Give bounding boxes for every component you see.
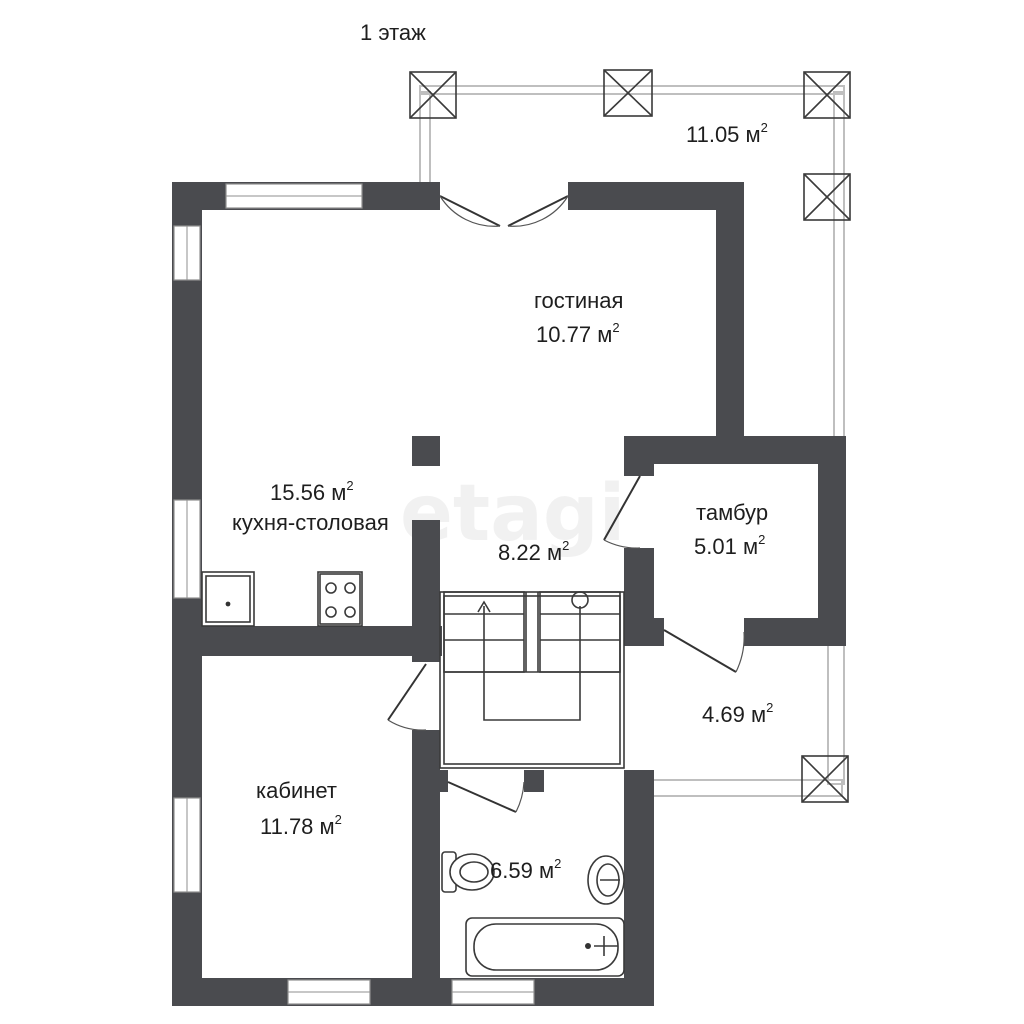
vestibule-name: тамбур	[696, 500, 768, 525]
kitchen-name: кухня-столовая	[232, 510, 389, 535]
column-icon	[803, 71, 851, 119]
study-area: 11.78 м2	[260, 812, 342, 839]
terrace-columns	[409, 69, 851, 803]
sink-icon	[201, 571, 255, 627]
column-icon	[409, 71, 457, 119]
window-icon	[173, 797, 201, 893]
walls	[172, 182, 846, 1006]
study-door	[387, 663, 427, 731]
stove-icon	[317, 571, 363, 627]
porch-door	[663, 629, 745, 673]
window-icon	[225, 183, 363, 209]
living-room-name: гостиная	[534, 288, 623, 313]
floor-label: 1 этаж	[360, 20, 426, 45]
kitchen-fixtures	[201, 571, 363, 627]
toilet-icon	[441, 851, 495, 893]
windows	[173, 183, 535, 1005]
bathtub-icon	[465, 917, 625, 977]
vestibule-door	[603, 475, 641, 549]
terrace-area: 11.05 м2	[686, 120, 768, 147]
hall-area: 8.22 м2	[498, 538, 569, 565]
study-name: кабинет	[256, 778, 337, 803]
window-icon	[173, 499, 201, 599]
labels: 1 этаж 11.05 м2 гостиная 10.77 м2 15.56 …	[232, 20, 773, 883]
column-icon	[801, 755, 849, 803]
staircase	[439, 591, 625, 769]
bathroom-fixtures	[441, 851, 625, 977]
bathroom-door	[447, 781, 525, 813]
porch-area: 4.69 м2	[702, 700, 773, 727]
column-icon	[803, 173, 851, 221]
column-icon	[603, 69, 653, 117]
window-icon	[451, 979, 535, 1005]
window-icon	[287, 979, 371, 1005]
doors	[387, 195, 745, 813]
window-icon	[173, 225, 201, 281]
vestibule-area: 5.01 м2	[694, 532, 765, 559]
bathroom-area: 6.59 м2	[490, 856, 561, 883]
washbasin-icon	[587, 855, 625, 905]
kitchen-area: 15.56 м2	[270, 478, 354, 505]
entry-double-door	[439, 195, 569, 227]
living-room-area: 10.77 м2	[536, 320, 620, 347]
